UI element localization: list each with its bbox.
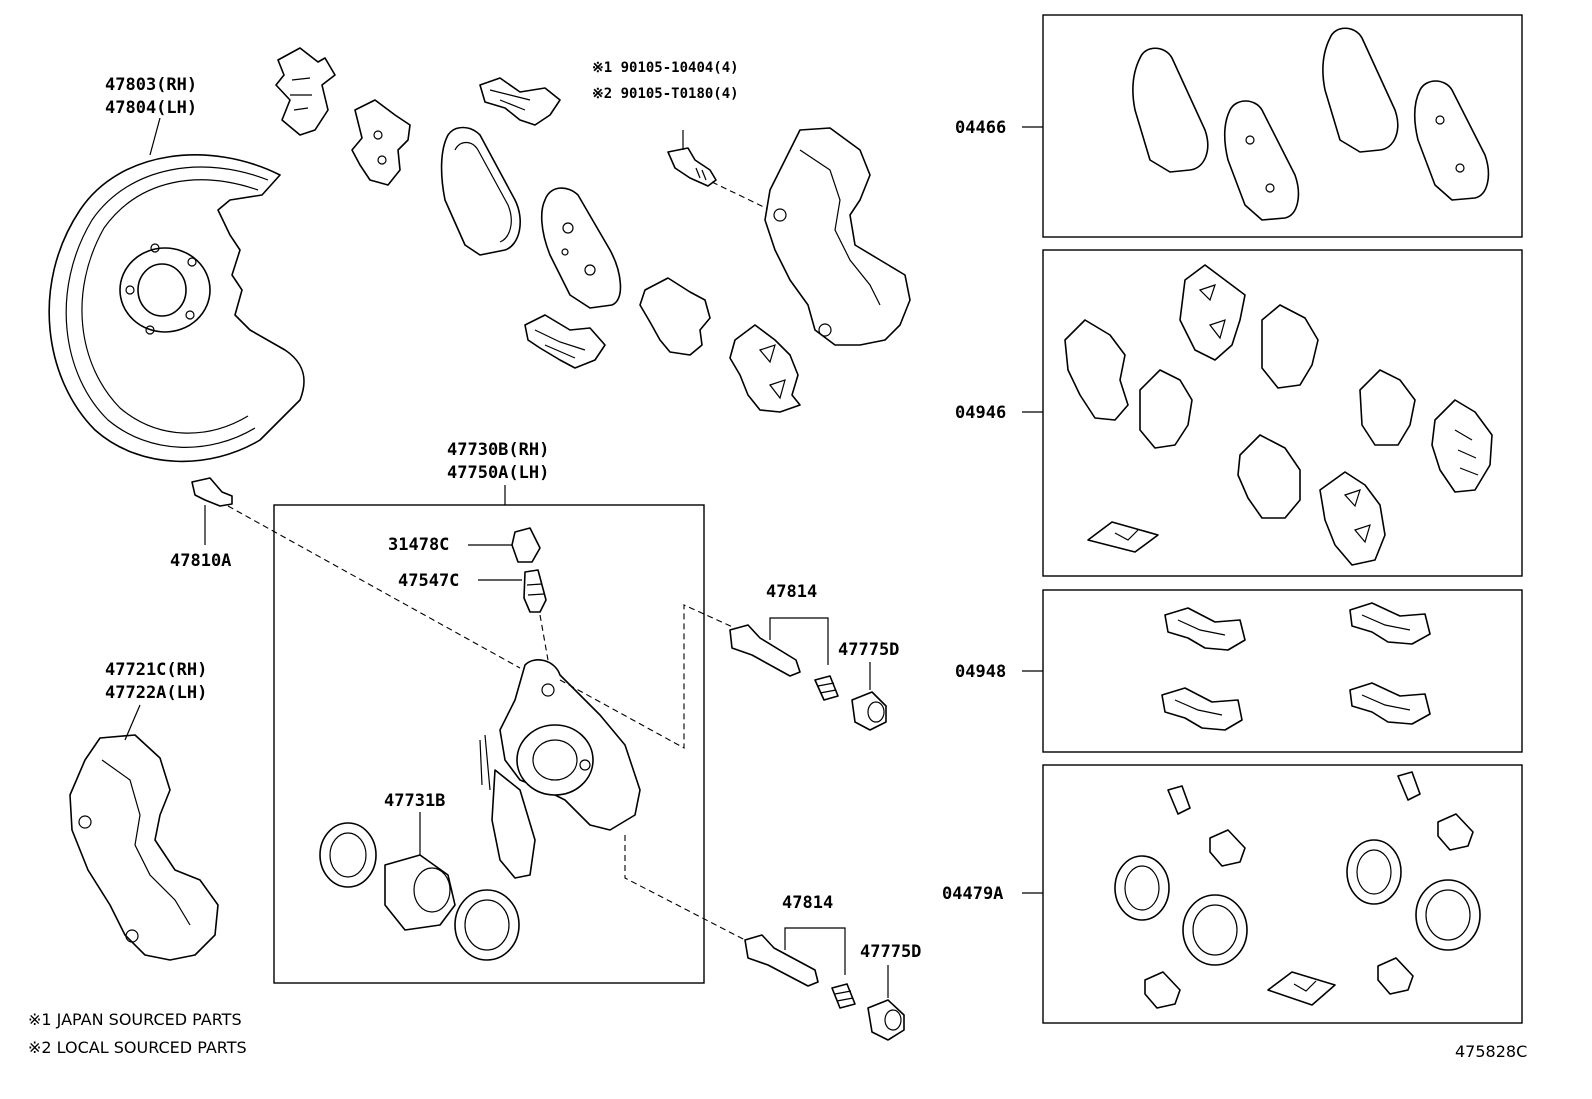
footnote-japan: ※1 JAPAN SOURCED PARTS <box>28 1010 242 1029</box>
slide-pin-bushing-upper[interactable] <box>814 675 839 701</box>
caliper-mounting-lower[interactable] <box>69 734 219 961</box>
caliper-piston[interactable] <box>384 854 456 931</box>
kit-boot-1[interactable] <box>1114 855 1170 921</box>
kit-bush-2[interactable] <box>1437 813 1474 851</box>
caliper-assembly-box <box>273 504 705 984</box>
figure-code: 475828C <box>1455 1042 1527 1061</box>
label-kit-shims: 04946 <box>955 403 1006 423</box>
kit-shim-1[interactable] <box>1064 319 1129 421</box>
anti-squeal-shim-lower-2[interactable] <box>729 324 801 413</box>
disc-brake-pad-upper-1[interactable] <box>440 126 521 256</box>
label-union-bolt: 47810A <box>170 551 231 571</box>
caliper-cylinder-body[interactable] <box>479 659 641 879</box>
kit-shim-4[interactable] <box>1261 304 1319 389</box>
label-boot-lower: 47775D <box>860 942 921 962</box>
cylinder-boot[interactable] <box>319 822 377 888</box>
kit-panel-fitting <box>1042 589 1523 753</box>
anti-squeal-shim-upper-1[interactable] <box>275 47 336 136</box>
kit-cap-1[interactable] <box>1167 785 1191 815</box>
kit-seal-1[interactable] <box>1182 894 1248 966</box>
footnote-local: ※2 LOCAL SOURCED PARTS <box>28 1038 247 1057</box>
union-bolt[interactable] <box>191 477 233 507</box>
kit-shim-2[interactable] <box>1139 369 1193 449</box>
kit-shim-6[interactable] <box>1431 399 1493 493</box>
kit-fitting-1[interactable] <box>1164 607 1246 651</box>
slide-pin-bushing-lower[interactable] <box>831 983 856 1009</box>
label-pin-upper: 47814 <box>766 582 817 602</box>
label-kit-pads: 04466 <box>955 118 1006 138</box>
kit-shim-5[interactable] <box>1359 369 1416 446</box>
label-bolt-note-1: ※1 90105-10404(4) <box>592 60 739 76</box>
kit-grease-packet-2[interactable] <box>1267 971 1336 1006</box>
kit-fitting-4[interactable] <box>1349 682 1431 725</box>
kit-pad-1[interactable] <box>1132 47 1209 173</box>
kit-bush-4[interactable] <box>1377 957 1414 995</box>
label-piston: 47731B <box>384 791 445 811</box>
kit-shim-7[interactable] <box>1237 434 1301 519</box>
kit-seal-2[interactable] <box>1415 879 1481 951</box>
kit-bush-1[interactable] <box>1209 829 1246 867</box>
anti-squeal-shim-lower-1[interactable] <box>639 277 711 356</box>
slide-pin-boot-upper[interactable] <box>851 691 887 731</box>
label-kit-fitting: 04948 <box>955 662 1006 682</box>
label-mount-lh: 47722A(LH) <box>105 683 207 703</box>
label-caliper-rh: 47730B(RH) <box>447 440 549 460</box>
label-bleeder-plug: 47547C <box>398 571 459 591</box>
label-bolt-note-2: ※2 90105-T0180(4) <box>592 86 739 102</box>
piston-seal[interactable] <box>454 889 520 961</box>
kit-cap-2[interactable] <box>1397 771 1421 801</box>
kit-bush-3[interactable] <box>1144 971 1181 1009</box>
label-shield-lh: 47804(LH) <box>105 98 197 118</box>
bleeder-plug-cap[interactable] <box>511 527 541 563</box>
bleeder-plug[interactable] <box>523 569 547 613</box>
kit-pad-2[interactable] <box>1223 100 1300 221</box>
label-kit-cylinder: 04479A <box>942 884 1003 904</box>
label-mount-rh: 47721C(RH) <box>105 660 207 680</box>
kit-panel-cylinder <box>1042 764 1523 1024</box>
label-bleeder-cap: 31478C <box>388 535 449 555</box>
mounting-bolt-upper[interactable] <box>667 147 717 187</box>
caliper-mounting-upper[interactable] <box>764 127 911 346</box>
kit-shim-8[interactable] <box>1319 471 1386 566</box>
dust-cover-shield[interactable] <box>48 154 305 463</box>
label-boot-upper: 47775D <box>838 640 899 660</box>
kit-panel-shims <box>1042 249 1523 577</box>
kit-fitting-3[interactable] <box>1161 687 1243 731</box>
kit-pad-3[interactable] <box>1322 27 1399 153</box>
anti-rattle-spring-upper[interactable] <box>479 77 561 126</box>
kit-grease-packet-1[interactable] <box>1087 521 1159 553</box>
label-shield-rh: 47803(RH) <box>105 75 197 95</box>
anti-squeal-shim-upper-2[interactable] <box>351 99 411 186</box>
kit-shim-3[interactable] <box>1179 264 1246 361</box>
kit-boot-2[interactable] <box>1346 839 1402 905</box>
anti-rattle-spring-lower[interactable] <box>524 314 606 369</box>
kit-panel-pads <box>1042 14 1523 238</box>
slide-pin-boot-lower[interactable] <box>867 999 905 1041</box>
kit-fitting-2[interactable] <box>1349 602 1431 645</box>
cylinder-slide-pin-upper[interactable] <box>729 624 801 677</box>
disc-brake-pad-upper-2[interactable] <box>540 187 622 309</box>
kit-pad-4[interactable] <box>1413 80 1490 201</box>
label-caliper-lh: 47750A(LH) <box>447 463 549 483</box>
cylinder-slide-pin-lower[interactable] <box>744 934 819 987</box>
label-pin-lower: 47814 <box>782 893 833 913</box>
